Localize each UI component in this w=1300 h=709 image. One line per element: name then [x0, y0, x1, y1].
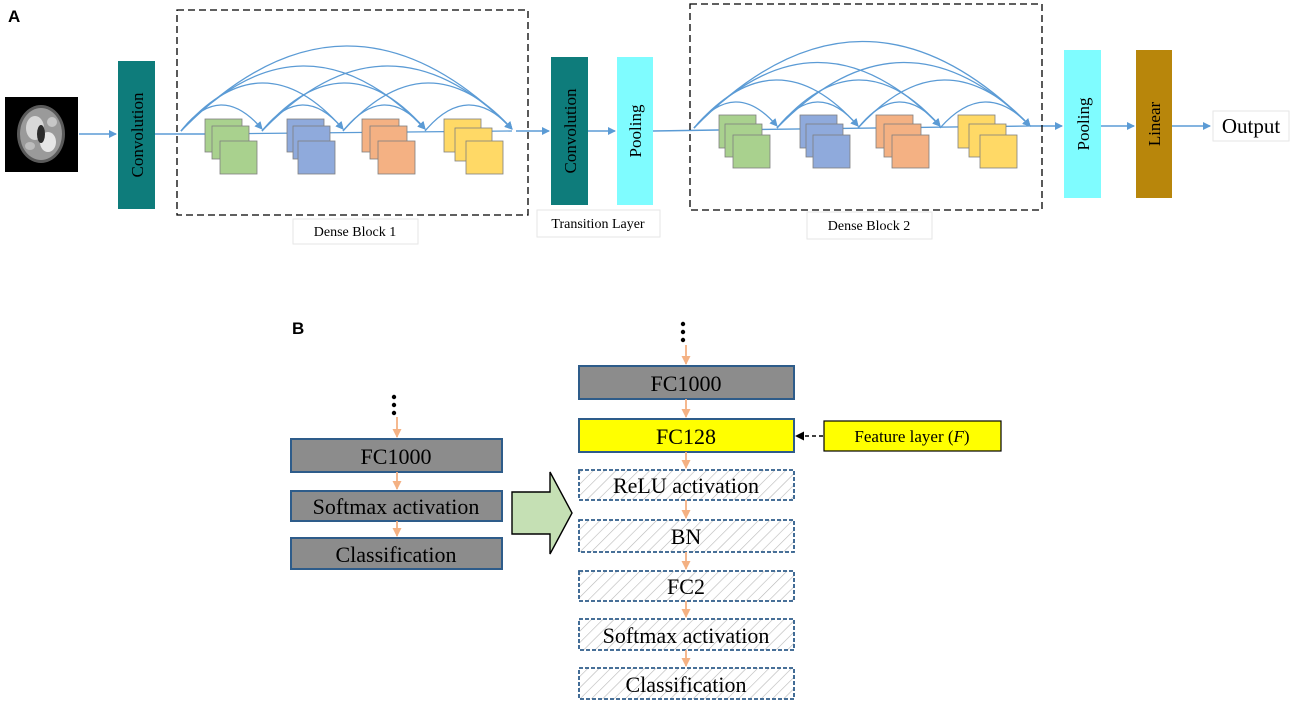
pooling-2-label: Pooling [1074, 97, 1093, 150]
feature-maps-orange-1 [361, 118, 416, 175]
fc128-label: FC128 [656, 424, 716, 449]
feature-maps-green-1 [204, 118, 258, 175]
feature-maps-green-2 [718, 114, 771, 169]
feature-maps-blue-2 [799, 114, 851, 169]
feature-layer-label: Feature layer (F) [854, 427, 969, 446]
relu-label: ReLU activation [613, 473, 759, 498]
bn-label: BN [671, 524, 702, 549]
dense-block-2-frame [689, 3, 1043, 211]
feature-layer-suffix: ) [964, 427, 970, 446]
pooling-layer-2 [1064, 50, 1101, 198]
relu-box [578, 469, 795, 501]
convolution-2-label: Convolution [561, 88, 580, 174]
right-classification-label: Classification [626, 672, 747, 697]
output-box [1212, 110, 1290, 142]
right-ellipsis [680, 321, 686, 343]
dense-block-2-caption-box [806, 211, 933, 240]
dense-block-2-connections [693, 40, 1031, 131]
fc2-label: FC2 [667, 574, 705, 599]
bn-box [578, 519, 795, 553]
feature-layer-box [823, 420, 1002, 452]
feature-maps-orange-2 [875, 114, 930, 169]
feature-layer-prefix: Feature layer ( [854, 427, 953, 446]
panel-b-label: B [292, 319, 304, 338]
left-softmax-box [290, 490, 503, 522]
fc128-box [578, 418, 795, 453]
pooling-1-label: Pooling [626, 104, 645, 157]
pooling-layer-1 [617, 57, 653, 205]
panel-a-label: A [8, 7, 20, 26]
transition-layer-caption: Transition Layer [551, 217, 645, 232]
linear-layer [1136, 50, 1172, 198]
dense-block-1-caption-box [292, 218, 419, 245]
dense-block-1-caption: Dense Block 1 [314, 225, 396, 240]
linear-label: Linear [1145, 101, 1164, 146]
feature-maps-blue-1 [286, 118, 336, 175]
fc2-box [578, 570, 795, 602]
left-fc1000-label: FC1000 [361, 444, 432, 469]
dense-block-1-frame [176, 9, 529, 216]
convolution-layer-2 [551, 57, 588, 205]
right-classification-box [578, 667, 795, 700]
left-fc1000-box [290, 438, 503, 473]
right-softmax-label: Softmax activation [603, 623, 770, 648]
feature-maps-yellow-1 [443, 118, 504, 175]
transform-arrow [511, 471, 573, 555]
feature-layer-symbol: F [953, 427, 965, 446]
dense-block-2-caption: Dense Block 2 [828, 219, 910, 234]
convolution-1-label: Convolution [128, 92, 147, 178]
right-fc1000-label: FC1000 [651, 371, 722, 396]
right-softmax-box [578, 618, 795, 651]
left-softmax-label: Softmax activation [313, 494, 480, 519]
transition-layer-caption-box [536, 209, 661, 238]
left-classification-box [290, 537, 503, 570]
left-ellipsis [391, 394, 397, 416]
left-classification-label: Classification [336, 542, 457, 567]
flow-arrow [652, 129, 719, 132]
output-label: Output [1222, 114, 1281, 138]
feature-maps-yellow-2 [957, 114, 1018, 169]
convolution-layer-1 [118, 61, 155, 209]
mri-input-image [5, 97, 78, 172]
